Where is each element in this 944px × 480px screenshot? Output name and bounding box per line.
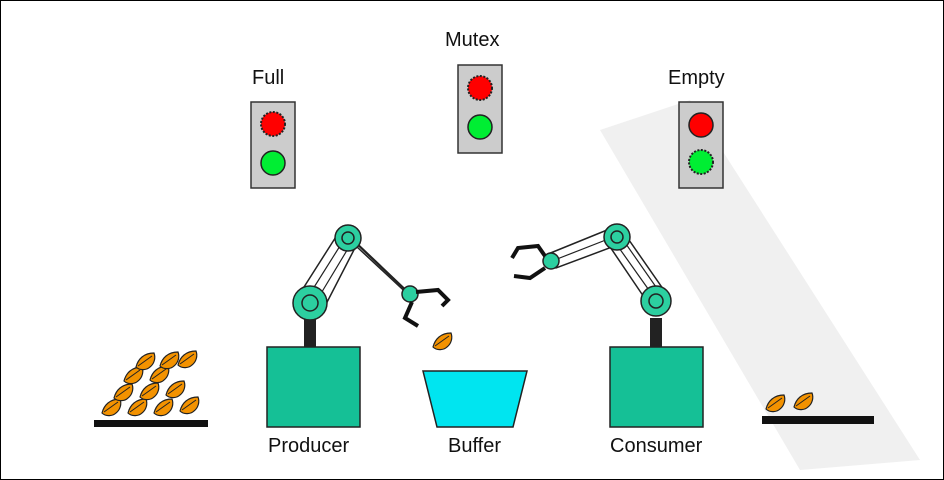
buffer-label: Buffer (448, 435, 501, 457)
consumer-robot-arm (510, 223, 672, 348)
raw-items-pile (94, 350, 208, 427)
producer-label: Producer (268, 435, 349, 457)
full-red-light (260, 111, 286, 137)
consumer-label: Consumer (610, 435, 703, 457)
mutex-green-light (467, 114, 493, 140)
full-label: Full (252, 67, 284, 89)
full-green-light (260, 150, 286, 176)
buffer-bin (422, 370, 528, 428)
watermark-stripe (600, 100, 920, 470)
empty-green-light (688, 149, 714, 175)
consumer-machine (609, 346, 704, 428)
producer-machine (266, 346, 361, 428)
empty-traffic-light (678, 101, 724, 189)
mutex-label: Mutex (445, 29, 499, 51)
empty-label: Empty (668, 67, 725, 89)
empty-red-light (688, 112, 714, 138)
mutex-red-light (467, 75, 493, 101)
consumed-items-conveyor (762, 392, 874, 424)
producer-robot-arm (292, 224, 451, 348)
mutex-traffic-light (457, 64, 503, 154)
falling-item-icon (432, 332, 453, 351)
full-traffic-light (250, 101, 296, 189)
